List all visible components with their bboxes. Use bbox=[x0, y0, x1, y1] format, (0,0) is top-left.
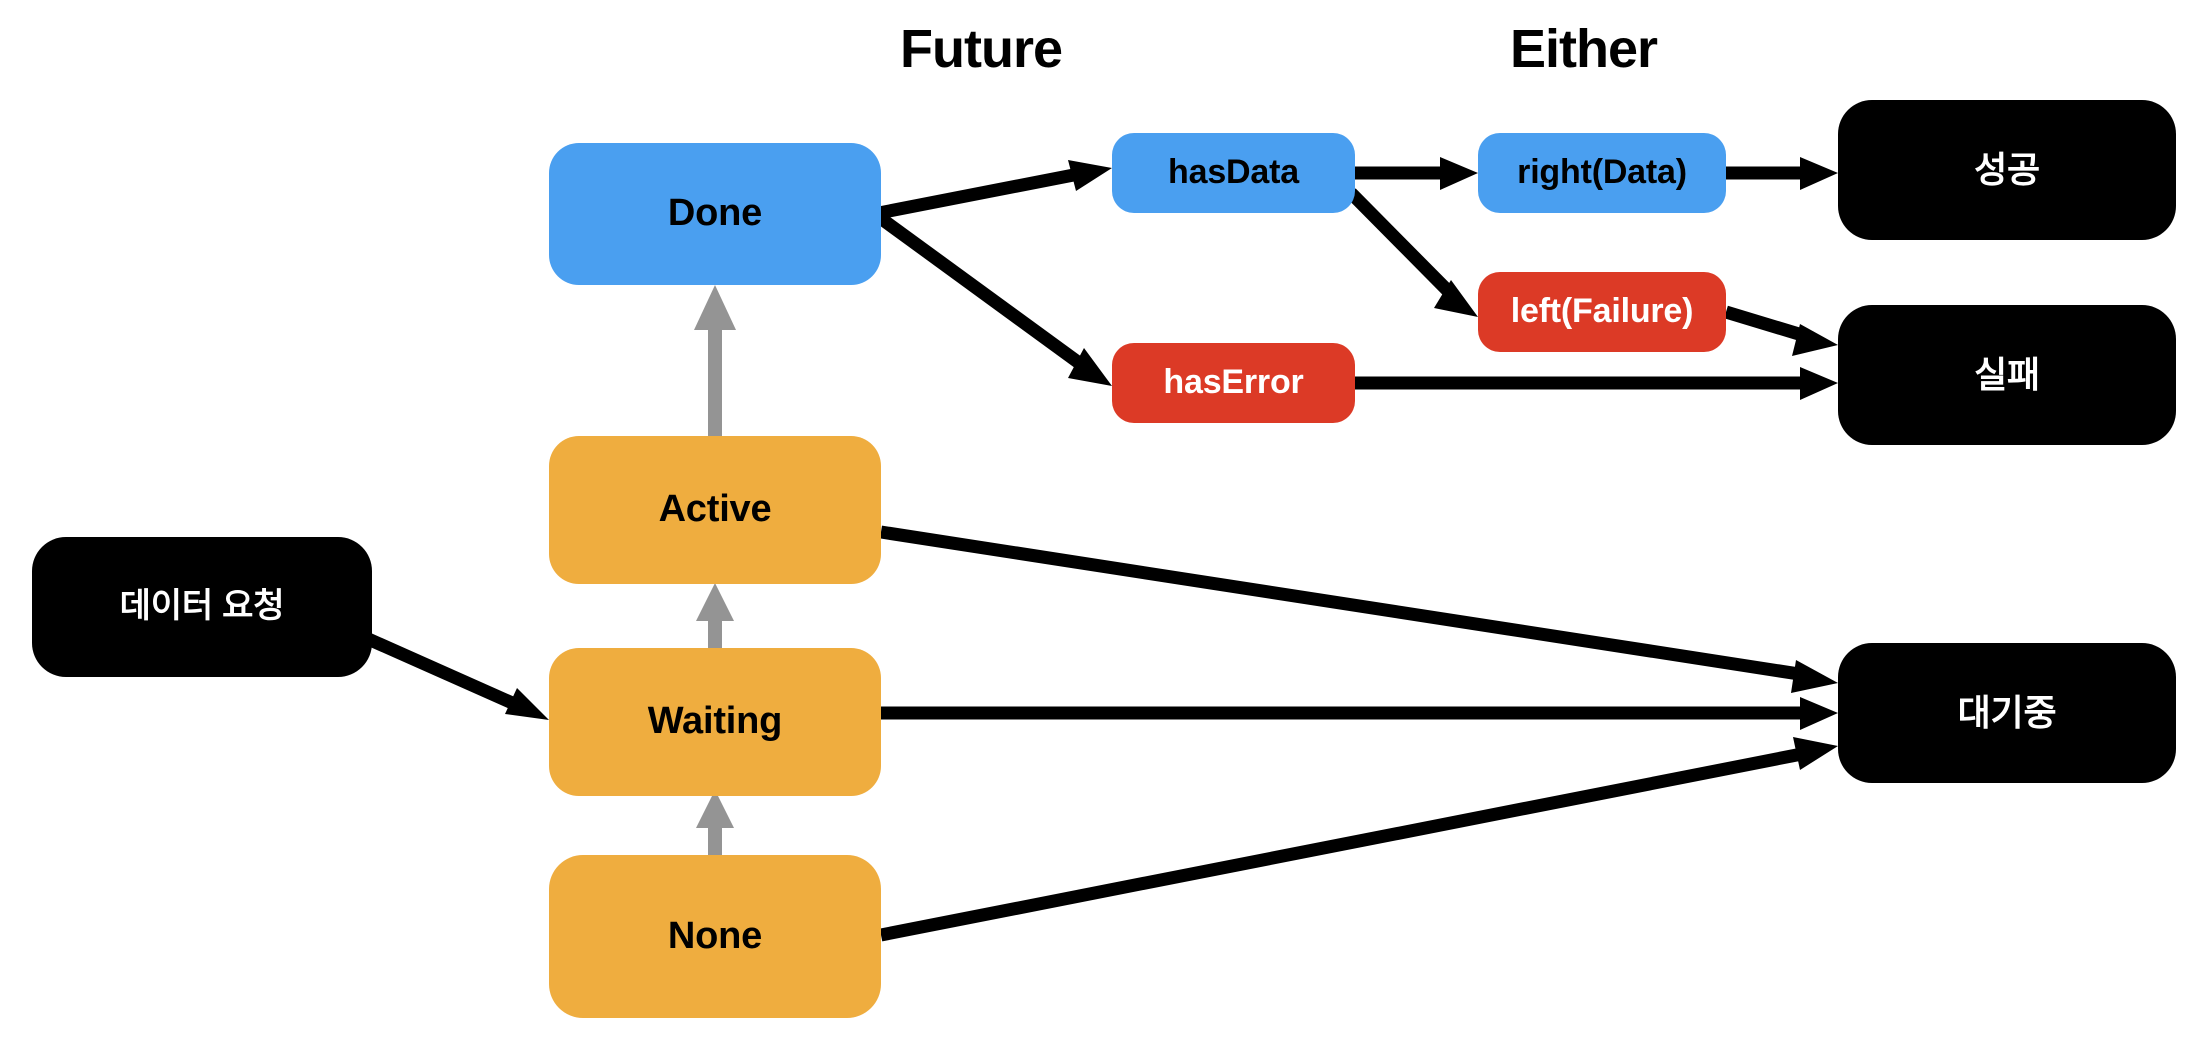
edge-data-request-to-waiting bbox=[363, 632, 549, 720]
edge-none-to-waiting bbox=[696, 790, 734, 855]
node-active[interactable]: Active bbox=[549, 436, 881, 584]
node-done[interactable]: Done bbox=[549, 143, 881, 285]
edge-has-data-to-right-data bbox=[1355, 157, 1478, 190]
node-success[interactable]: 성공 bbox=[1838, 100, 2176, 240]
node-waiting[interactable]: Waiting bbox=[549, 648, 881, 796]
lane-title-future: Future bbox=[900, 19, 1063, 79]
node-right-data[interactable]: right(Data) bbox=[1478, 133, 1726, 213]
node-left-failure[interactable]: left(Failure) bbox=[1478, 272, 1726, 352]
edge-active-to-done bbox=[694, 285, 736, 438]
node-none[interactable]: None bbox=[549, 855, 881, 1018]
edge-has-error-to-failure bbox=[1355, 367, 1838, 400]
edge-has-data-to-left-failure bbox=[1346, 188, 1478, 317]
edge-done-to-has-data bbox=[877, 160, 1112, 220]
node-has-error[interactable]: hasError bbox=[1112, 343, 1355, 423]
node-data-request[interactable]: 데이터 요청 bbox=[32, 537, 372, 677]
node-has-data[interactable]: hasData bbox=[1112, 133, 1355, 213]
edge-none-to-pending bbox=[879, 737, 1838, 942]
lane-title-either: Either bbox=[1510, 19, 1658, 79]
edge-active-to-pending bbox=[880, 525, 1838, 693]
edge-waiting-to-active bbox=[696, 583, 734, 650]
edge-left-failure-to-failure bbox=[1724, 305, 1838, 356]
node-pending[interactable]: 대기중 bbox=[1838, 643, 2176, 783]
edge-waiting-to-pending bbox=[881, 697, 1838, 730]
node-failure[interactable]: 실패 bbox=[1838, 305, 2176, 445]
edge-done-to-has-error bbox=[875, 211, 1112, 386]
edge-right-data-to-success bbox=[1726, 157, 1838, 190]
